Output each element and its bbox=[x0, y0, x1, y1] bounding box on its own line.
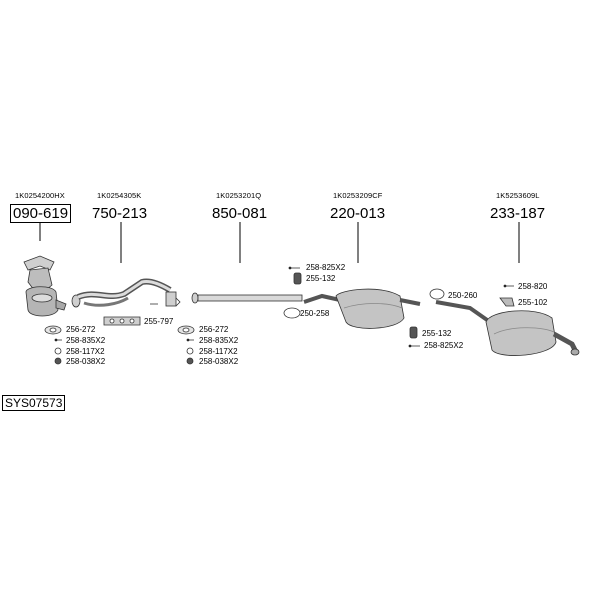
rear-silencer-part bbox=[435, 300, 580, 356]
oem-number-2: 1K0254305K bbox=[97, 191, 142, 200]
fitting-label[interactable]: 258-117X2 bbox=[199, 347, 238, 356]
ring-icon-g4 bbox=[283, 307, 301, 319]
fitting-label[interactable]: 258-835X2 bbox=[199, 336, 239, 345]
part-number-4[interactable]: 220-013 bbox=[330, 205, 386, 222]
part-number-2[interactable]: 750-213 bbox=[92, 205, 148, 222]
system-code: SYS07573 bbox=[2, 395, 66, 411]
fitting-label[interactable]: 258-835X2 bbox=[66, 336, 106, 345]
part-number-1[interactable]: 090-619 bbox=[10, 204, 72, 223]
fitting-label[interactable]: 250-258 bbox=[300, 309, 330, 318]
oem-number-3: 1K0253201Q bbox=[216, 191, 262, 200]
fitting-label[interactable]: 258-820 bbox=[518, 282, 548, 291]
fitting-label[interactable]: 255-132 bbox=[306, 274, 336, 283]
part-number-3[interactable]: 850-081 bbox=[212, 205, 268, 222]
fitting-label[interactable]: 255-132 bbox=[422, 329, 452, 338]
front-pipe-part bbox=[71, 278, 181, 308]
fitting-label[interactable]: 255-102 bbox=[518, 298, 548, 307]
fitting-label[interactable]: 258-825X2 bbox=[306, 263, 346, 272]
fitting-label[interactable]: 258-117X2 bbox=[66, 347, 105, 356]
middle-silencer-part bbox=[303, 288, 421, 329]
fitting-label[interactable]: 256-272 bbox=[66, 325, 96, 334]
fitting-label[interactable]: 255-797 bbox=[144, 317, 174, 326]
washer-icon-g1 bbox=[54, 347, 62, 355]
hanger-icon-g4 bbox=[293, 272, 302, 285]
nut-icon-g1 bbox=[54, 357, 62, 365]
oem-number-1: 1K0254200HX bbox=[15, 191, 65, 200]
fitting-label[interactable]: 256-272 bbox=[199, 325, 229, 334]
fitting-label[interactable]: 258-038X2 bbox=[66, 357, 106, 366]
ring-icon-g4b bbox=[429, 288, 445, 300]
fittings-icons bbox=[44, 266, 515, 365]
oem-number-4: 1K0253209CF bbox=[333, 191, 383, 200]
fitting-label[interactable]: 258-825X2 bbox=[424, 341, 464, 350]
fitting-label[interactable]: 258-038X2 bbox=[199, 357, 239, 366]
washer-icon-g2 bbox=[186, 347, 194, 355]
nut-icon-g2 bbox=[186, 357, 194, 365]
fitting-label[interactable]: 250-260 bbox=[448, 291, 478, 300]
catalytic-converter-part bbox=[23, 255, 67, 317]
hanger-icon-g4b bbox=[409, 326, 418, 339]
center-pipe-part bbox=[191, 292, 303, 304]
bracket-icon-g5 bbox=[499, 297, 515, 307]
part-number-5[interactable]: 233-187 bbox=[490, 205, 546, 222]
oem-number-5: 1K5253609L bbox=[496, 191, 540, 200]
